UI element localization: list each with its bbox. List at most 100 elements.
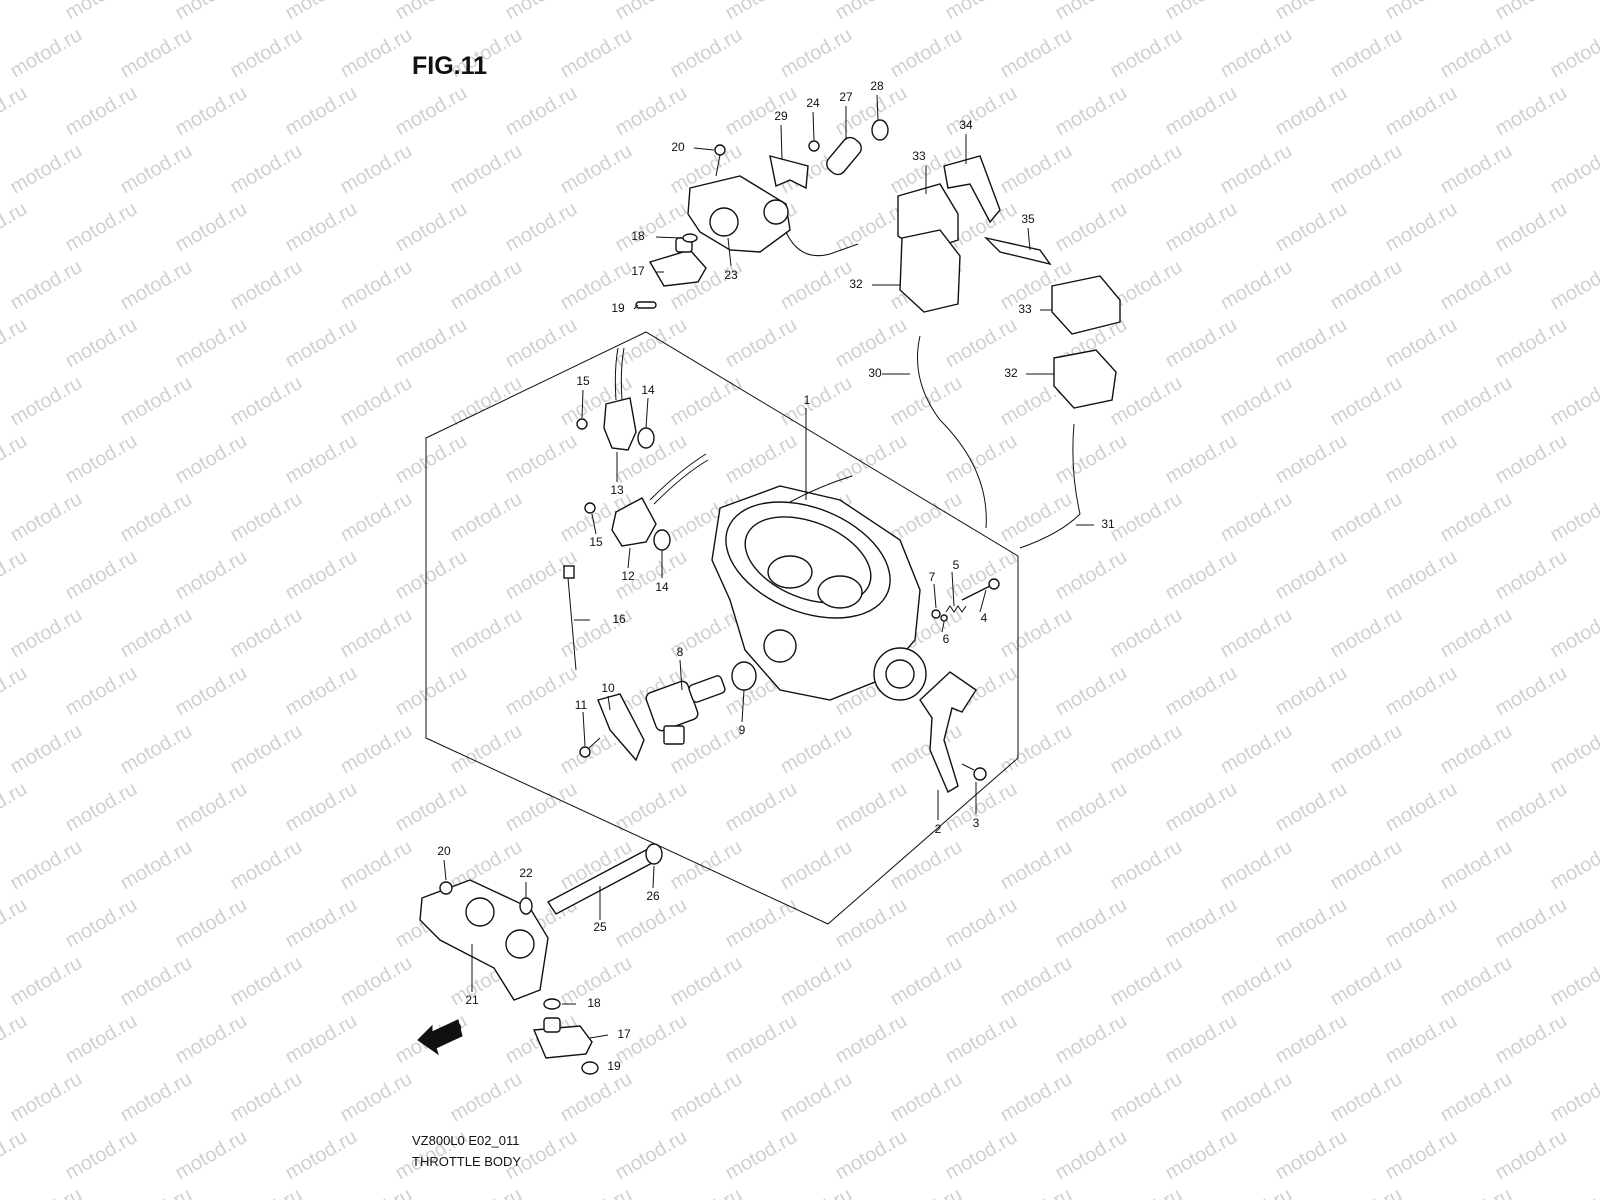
watermark-text: motod.ru (1437, 488, 1516, 547)
watermark-text: motod.ru (612, 0, 691, 24)
watermark-text: motod.ru (1492, 198, 1571, 257)
watermark-text: motod.ru (1492, 894, 1571, 953)
callout-13: 13 (610, 483, 624, 497)
watermark-text: motod.ru (612, 778, 691, 837)
bracket-10 (597, 693, 645, 762)
watermark-text: motod.ru (62, 662, 141, 721)
watermark-text: motod.ru (282, 82, 361, 141)
seal-19-lower (581, 1061, 599, 1075)
watermark-text: motod.ru (447, 372, 526, 431)
watermark-text: motod.ru (557, 1184, 636, 1200)
callout-18: 18 (587, 996, 601, 1010)
watermark-text: motod.ru (1272, 1010, 1351, 1069)
watermark-text: motod.ru (227, 24, 306, 83)
watermark-text: motod.ru (227, 836, 306, 895)
watermark-text: motod.ru (117, 604, 196, 663)
watermark-text: motod.ru (172, 778, 251, 837)
watermark-text: motod.ru (1492, 82, 1571, 141)
watermark-text: motod.ru (502, 82, 581, 141)
watermark-text: motod.ru (1217, 1184, 1296, 1200)
callout-21: 21 (465, 993, 479, 1007)
watermark-text: motod.ru (667, 24, 746, 83)
watermark-text: motod.ru (1382, 0, 1461, 24)
watermark-text: motod.ru (1492, 0, 1571, 24)
o-ring-26 (645, 843, 663, 865)
callout-32: 32 (849, 277, 863, 291)
watermark-text: motod.ru (1162, 430, 1241, 489)
watermark-text: motod.ru (227, 140, 306, 199)
callout-18: 18 (631, 229, 645, 243)
watermark-text: motod.ru (777, 952, 856, 1011)
watermark-text: motod.ru (1107, 140, 1186, 199)
watermark-text: motod.ru (1162, 314, 1241, 373)
watermark-text: motod.ru (62, 1126, 141, 1185)
watermark-text: motod.ru (667, 836, 746, 895)
watermark-text: motod.ru (227, 952, 306, 1011)
watermark-text: motod.ru (282, 894, 361, 953)
watermark-text: motod.ru (1052, 1010, 1131, 1069)
callout-28: 28 (870, 79, 884, 93)
watermark-text: motod.ru (887, 1068, 966, 1127)
watermark-text: motod.ru (832, 778, 911, 837)
injector-17-upper (648, 237, 707, 287)
watermark-text: motod.ru (7, 1184, 86, 1200)
watermark-text: motod.ru (1107, 24, 1186, 83)
watermark-text: motod.ru (557, 24, 636, 83)
watermark-text: motod.ru (1217, 604, 1296, 663)
watermark-text: motod.ru (1217, 488, 1296, 547)
watermark-text: motod.ru (1052, 82, 1131, 141)
watermark-text: motod.ru (887, 720, 966, 779)
watermark-text: motod.ru (777, 1068, 856, 1127)
watermark-text: motod.ru (1492, 430, 1571, 489)
callout-17: 17 (617, 1027, 631, 1041)
watermark-text: motod.ru (282, 1126, 361, 1185)
watermark-text: motod.ru (337, 1068, 416, 1127)
watermark-text: motod.ru (7, 256, 86, 315)
watermark-text: motod.ru (227, 1068, 306, 1127)
watermark-text: motod.ru (1437, 140, 1516, 199)
o-ring-7 (931, 609, 941, 619)
watermark-text: motod.ru (172, 546, 251, 605)
watermark-text: motod.ru (1492, 662, 1571, 721)
watermark-text: motod.ru (1217, 372, 1296, 431)
callout-24: 24 (806, 96, 820, 110)
watermark-text: motod.ru (1272, 778, 1351, 837)
watermark-text: motod.ru (117, 488, 196, 547)
figure-title: FIG.11 (412, 52, 488, 80)
watermark-text: motod.ru (172, 662, 251, 721)
watermark-text: motod.ru (117, 836, 196, 895)
watermark-text: motod.ru (1382, 314, 1461, 373)
bracket-35 (983, 236, 1052, 266)
watermark-text: motod.ru (1547, 952, 1600, 1011)
watermark-text: motod.ru (172, 1010, 251, 1069)
watermark-text: motod.ru (1107, 1184, 1186, 1200)
watermark-text: motod.ru (227, 720, 306, 779)
watermark-text: motod.ru (1162, 1126, 1241, 1185)
watermark-text: motod.ru (667, 372, 746, 431)
callout-31: 31 (1101, 517, 1115, 531)
watermark-text: motod.ru (1547, 604, 1600, 663)
watermark-text: motod.ru (0, 314, 31, 373)
watermark-text: motod.ru (0, 0, 31, 24)
watermark-text: motod.ru (337, 1184, 416, 1200)
watermark-text: motod.ru (502, 430, 581, 489)
watermark-text: motod.ru (0, 1010, 31, 1069)
callout-26: 26 (646, 889, 660, 903)
watermark-text: motod.ru (557, 1068, 636, 1127)
watermark-text: motod.ru (1217, 1068, 1296, 1127)
watermark-text: motod.ru (282, 1010, 361, 1069)
watermark-text: motod.ru (997, 836, 1076, 895)
watermark-text: motod.ru (7, 488, 86, 547)
throttle-body-assembly-outline (425, 331, 1019, 925)
screw-4 (961, 578, 1000, 601)
watermark-text: motod.ru (1162, 894, 1241, 953)
watermark-text: motod.ru (0, 546, 31, 605)
watermark-text: motod.ru (337, 952, 416, 1011)
callout-32: 32 (1004, 366, 1018, 380)
screw-15-b (584, 502, 596, 514)
callout-15: 15 (576, 374, 590, 388)
callout-22: 22 (519, 866, 533, 880)
watermark-text: motod.ru (172, 198, 251, 257)
screw-3 (961, 763, 987, 781)
